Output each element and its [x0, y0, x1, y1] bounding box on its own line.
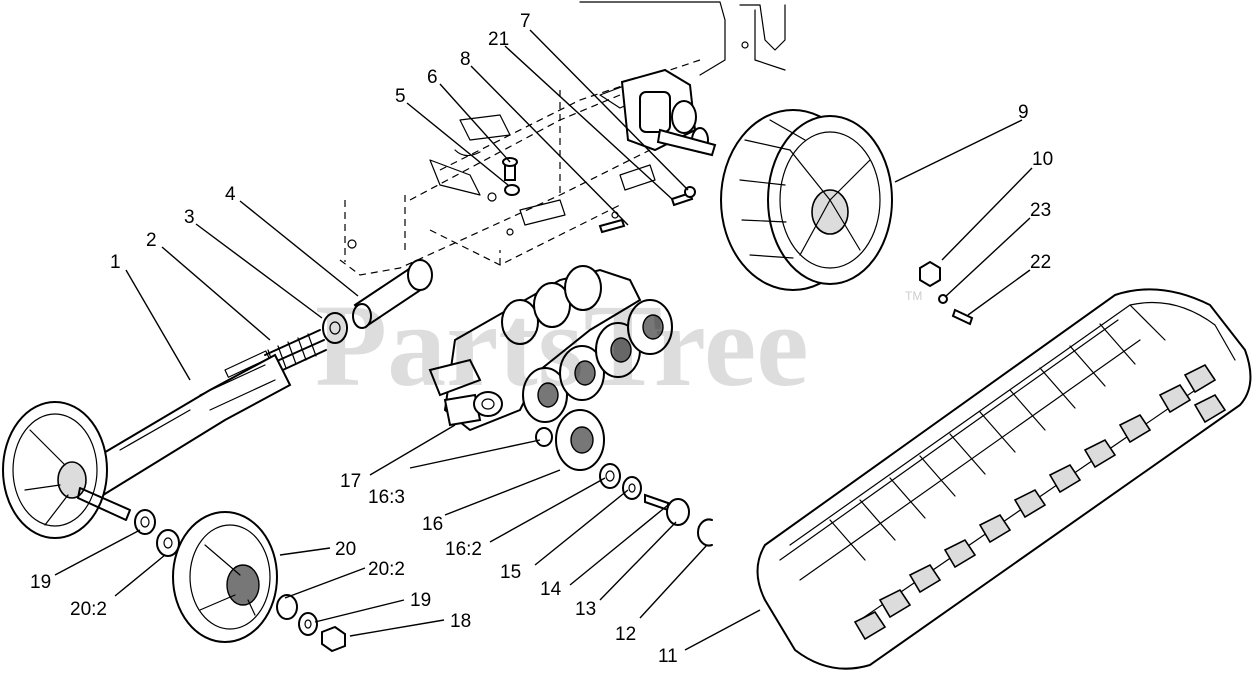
callout-11: 11: [658, 646, 678, 667]
washer-and-bushing-left: [134, 509, 180, 557]
callout-17: 17: [340, 471, 361, 492]
leader-lines: [54, 29, 1033, 651]
callout-6: 6: [427, 67, 438, 88]
roller-bearing-parts: [535, 409, 713, 547]
callout-15: 15: [500, 562, 521, 583]
chassis-frame: [339, 1, 786, 276]
track-rollers: [501, 265, 673, 423]
callout-23: 23: [1030, 200, 1051, 221]
drive-sprocket: [720, 109, 893, 291]
washer-and-nut-rear: [276, 594, 346, 653]
callout-18: 18: [450, 611, 471, 632]
fasteners: [502, 157, 974, 326]
callout-20: 20: [335, 539, 356, 560]
callout-16-2: 16:2: [445, 539, 482, 560]
callout-19-a: 19: [30, 572, 51, 593]
callout-22: 22: [1030, 252, 1051, 273]
watermark-text: PartsTree: [315, 280, 809, 411]
callout-19-b: 19: [410, 590, 431, 611]
callout-8: 8: [460, 49, 471, 70]
front-idler-wheel: [2, 401, 131, 539]
callout-16: 16: [422, 514, 443, 535]
roller-carriage: [428, 265, 673, 432]
callout-3: 3: [184, 207, 195, 228]
callout-2: 2: [146, 230, 157, 251]
callout-20-2-b: 20:2: [368, 559, 405, 580]
callout-14: 14: [540, 579, 562, 600]
callout-12: 12: [615, 624, 636, 645]
rear-idler-wheel: [172, 511, 278, 643]
drive-motor: [620, 68, 717, 157]
watermark-trademark: TM: [905, 289, 922, 303]
callout-9: 9: [1018, 102, 1029, 123]
axle-tube: [352, 259, 433, 329]
rubber-track: [756, 288, 1252, 670]
callout-1: 1: [110, 252, 121, 273]
watermark: PartsTree TM: [315, 280, 922, 411]
callout-21: 21: [488, 29, 509, 50]
callout-5: 5: [395, 86, 406, 107]
callout-20-2-a: 20:2: [70, 599, 107, 620]
callout-7: 7: [520, 11, 531, 32]
callout-13: 13: [575, 599, 596, 620]
tension-nut: [322, 312, 348, 344]
callout-4: 4: [225, 184, 236, 205]
callout-16-3: 16:3: [368, 487, 405, 508]
callout-10: 10: [1032, 149, 1053, 170]
callout-labels: 1 2 3 4 5 6 7 8 9 10 11 12 13 14 15 16 1…: [30, 11, 1053, 667]
track-lugs: [829, 304, 1227, 641]
